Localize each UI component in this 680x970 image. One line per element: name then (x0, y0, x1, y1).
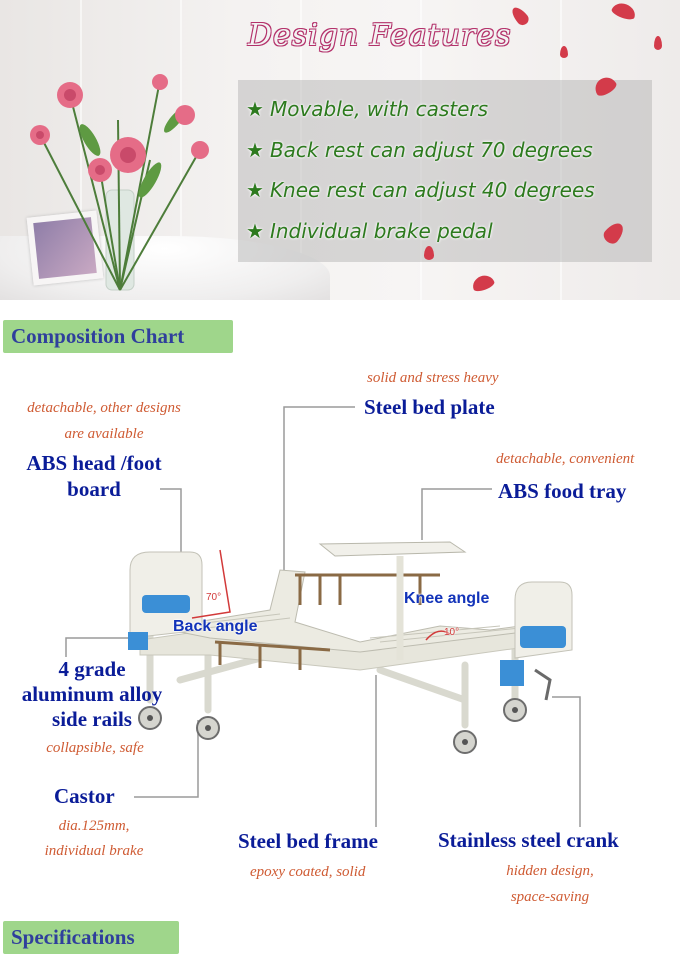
feature-item: ★Knee rest can adjust 40 degrees (246, 178, 595, 202)
line-steel-plate (283, 406, 355, 610)
feature-item: ★Back rest can adjust 70 degrees (246, 138, 593, 162)
knee-angle-value: 10° (444, 627, 460, 638)
food-tray-note: detachable, convenient (496, 451, 635, 467)
star-icon: ★ (246, 138, 264, 162)
crank-note: hidden design, (506, 863, 594, 879)
specifications-header: Specifications (3, 921, 179, 954)
curtain-fold (180, 0, 182, 300)
head-board-note: are available (64, 426, 144, 442)
feature-item: ★Individual brake pedal (246, 219, 493, 243)
bed-frame-label: Steel bed frame (238, 829, 378, 853)
side-rails-label: 4 grade (58, 657, 126, 681)
star-icon: ★ (246, 178, 264, 202)
design-features-banner: Design Features ★Movable, with casters ★… (0, 0, 680, 300)
line-crank (552, 696, 581, 827)
feature-item: ★Movable, with casters (246, 97, 489, 121)
star-icon: ★ (246, 97, 264, 121)
crank-note: space-saving (510, 889, 590, 905)
food-tray-label: ABS food tray (498, 479, 627, 503)
line-head-board (160, 488, 182, 555)
curtain-fold (560, 0, 562, 300)
bed-frame-note: epoxy coated, solid (250, 864, 366, 880)
flower-vase-image (30, 74, 209, 291)
line-food-tray (421, 488, 492, 540)
head-board-note: detachable, other designs (27, 400, 181, 416)
side-rails-label: aluminum alloy (21, 682, 163, 706)
star-icon: ★ (246, 219, 264, 243)
knee-angle-label: Knee angle (404, 590, 490, 607)
curtain-fold (300, 0, 302, 300)
curtain-fold (80, 0, 82, 300)
back-angle-value: 70° (206, 592, 222, 603)
back-angle-label: Back angle (173, 618, 258, 635)
side-rails-label: side rails (52, 707, 132, 731)
head-board-label: ABS head /foot (26, 451, 162, 475)
line-side-rails (65, 637, 130, 657)
petal-decoration (654, 36, 662, 50)
petal-decoration (560, 46, 568, 58)
castor-note: dia.125mm, (58, 818, 130, 834)
side-rails-note: collapsible, safe (46, 740, 144, 756)
castor-note: individual brake (44, 843, 144, 859)
line-castor (134, 720, 199, 798)
petal-decoration (424, 246, 434, 260)
head-board-label: board (67, 477, 121, 501)
crank-label: Stainless steel crank (438, 828, 619, 852)
banner-title: Design Features (248, 18, 512, 53)
steel-plate-label: Steel bed plate (364, 395, 495, 419)
hospital-bed-image (128, 541, 573, 754)
composition-chart-header: Composition Chart (3, 320, 233, 353)
steel-plate-note: solid and stress heavy (367, 370, 499, 386)
castor-label: Castor (54, 784, 115, 808)
feature-box (238, 80, 652, 262)
curtain-fold (420, 0, 422, 300)
